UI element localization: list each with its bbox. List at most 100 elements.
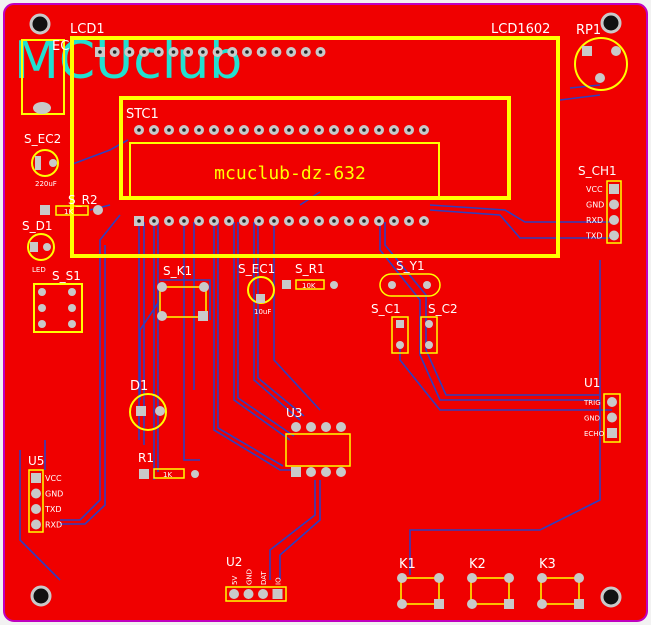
s-ch1-pin-label: GND [586,201,604,210]
mcu-pin-hole [137,219,141,223]
u3-pin [306,422,316,432]
u1-pin [607,397,617,407]
s-ec1-label: S_EC1 [238,262,275,276]
key-pad [467,573,477,583]
mounting-hole [600,12,622,34]
lcd-pin-hole [127,50,132,54]
lcd-pin-hole [201,50,205,54]
mcu-pin-hole [242,219,246,223]
mcu-pin-hole [272,128,276,132]
u5-pin [31,473,41,483]
u2-pin [272,589,283,599]
mcu-pin-hole [317,128,321,132]
u2-pin-label: IO [275,577,283,585]
mcu-pin-hole [347,219,351,223]
key-pad [397,599,407,609]
u3-pin [291,467,301,477]
mcu-pin-hole [197,219,201,223]
u1-label: U1 [584,376,600,390]
mounting-hole [600,586,622,608]
u3-ic: U3 [285,406,351,477]
u5-pin [31,504,41,514]
s-r2-label: S_R2 [68,193,98,207]
key-label: K1 [399,557,416,572]
mcu-pin-hole [392,219,396,223]
u2-pin [229,589,239,599]
s-y1-label: S_Y1 [396,259,425,273]
u5-pin [31,488,41,499]
lcd-ref-label: LCD1 [70,22,105,37]
u2-pin-label: 5V [231,576,239,585]
lcd-pin-hole [142,50,146,54]
lcd-pin-hole [215,50,220,54]
s-ec2-capacitor: S_EC2 220uF [24,132,61,188]
lcd-pin-hole [274,50,279,54]
u3-label: U3 [286,406,302,420]
u5-pin [31,519,41,530]
s-r1-value: 10K [302,282,316,290]
r1-label: R1 [138,451,154,465]
u3-pin [321,422,331,432]
s-c1-label: S_C1 [371,302,401,316]
ec-partial-label: EC [52,39,69,54]
s-k1-button: S_K1 [157,264,209,321]
mcu-pin-hole [257,219,261,223]
mounting-hole [29,13,51,35]
mcu-pin-hole [332,128,336,132]
mcu-pin-hole [287,128,291,132]
mcu-pin-hole [137,128,141,132]
lcd-part-label: LCD1602 [491,22,550,37]
s-k1-label: S_K1 [163,264,192,278]
lcd-pin-hole [245,50,249,54]
rp1-potentiometer: RP1 [574,23,628,91]
s-y1-crystal: S_Y1 [379,259,441,297]
lcd-pin-hole [230,50,235,54]
mounting-hole [30,585,52,607]
mcu-pin-hole [272,219,276,223]
s-ch1-pin [609,184,619,194]
u3-pin [306,467,316,477]
key-pad [504,573,514,583]
rp1-label: RP1 [576,23,601,38]
u5-label: U5 [28,454,44,468]
u3-pin [336,422,346,432]
s-s1-switch: S_S1 [33,269,83,333]
key-pad [504,599,514,609]
key-pad [434,599,444,609]
key-label: K3 [539,557,556,572]
s-r2-resistor: S_R2 1K [40,193,103,216]
u2-pin [258,589,268,599]
u1-pin-label: GND [584,415,600,423]
key-pad [574,573,584,583]
s-ec2-value: 220uF [35,180,57,188]
u3-pin [321,467,331,477]
s-ch1-pin [609,199,619,210]
d1-label: D1 [130,379,148,394]
lcd-pin-hole [112,50,117,54]
mcu-pin-hole [362,128,366,132]
mounting-holes [29,12,622,608]
u1-pin-label: TRIG [583,399,601,407]
board-substrate [3,3,648,622]
mcu-pin-hole [377,128,381,132]
s-ch1-pin [609,215,619,225]
s-ec1-value: 10uF [254,308,271,316]
key-label: K2 [469,557,486,572]
u2-pin-label: DAT [260,570,268,585]
mcu-top-pin-row [134,125,429,135]
u5-pin-label: VCC [45,474,62,483]
u5-pin-label: GND [45,490,63,499]
s-ch1-pin-label: VCC [586,185,603,194]
u3-pin [291,422,301,432]
key-outline [540,577,580,605]
mcu-ref-label: STC1 [126,107,159,122]
s-r1-label: S_R1 [295,262,325,276]
mcu-pin-hole [287,219,291,223]
s-ec1-capacitor: S_EC1 10uF [238,262,275,316]
u2-label: U2 [226,555,242,569]
mcu-pin-hole [167,219,171,223]
mcu-pin-hole [152,219,156,223]
s-r2-value: 1K [64,208,73,216]
